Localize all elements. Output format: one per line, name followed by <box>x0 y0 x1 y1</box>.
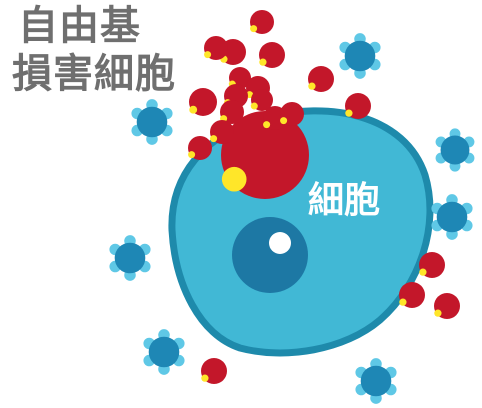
free-radical-group <box>188 10 460 384</box>
free-radical-icon <box>189 88 217 116</box>
antioxidant-icon <box>131 99 173 145</box>
antioxidant-icon <box>143 329 185 375</box>
nucleus-icon <box>232 217 308 293</box>
antioxidant-icon <box>431 194 473 240</box>
cell-label: 細胞 <box>308 180 381 221</box>
free-radical-icon <box>419 252 445 278</box>
antioxidant-icon <box>355 358 397 404</box>
antioxidant-icon <box>435 128 475 172</box>
free-radical-icon <box>345 93 371 119</box>
free-radical-icon <box>201 358 227 384</box>
free-radical-icon <box>210 120 234 144</box>
title-line-1: 自由基 <box>18 3 141 49</box>
free-radical-icon <box>399 282 425 308</box>
free-radical-icon <box>434 293 460 319</box>
antioxidant-icon <box>109 235 151 281</box>
free-radical-icon <box>221 111 309 199</box>
free-radical-icon <box>250 10 274 34</box>
free-radical-icon <box>250 89 273 111</box>
title-line-2: 損害細胞 <box>12 51 176 97</box>
free-radical-icon <box>188 136 212 160</box>
antioxidant-group <box>109 33 475 404</box>
antioxidant-icon <box>339 33 381 79</box>
free-radical-icon <box>204 36 228 60</box>
free-radical-icon <box>280 102 304 126</box>
free-radical-icon <box>259 42 285 68</box>
nucleus-highlight <box>269 232 291 254</box>
free-radical-icon <box>308 66 334 92</box>
